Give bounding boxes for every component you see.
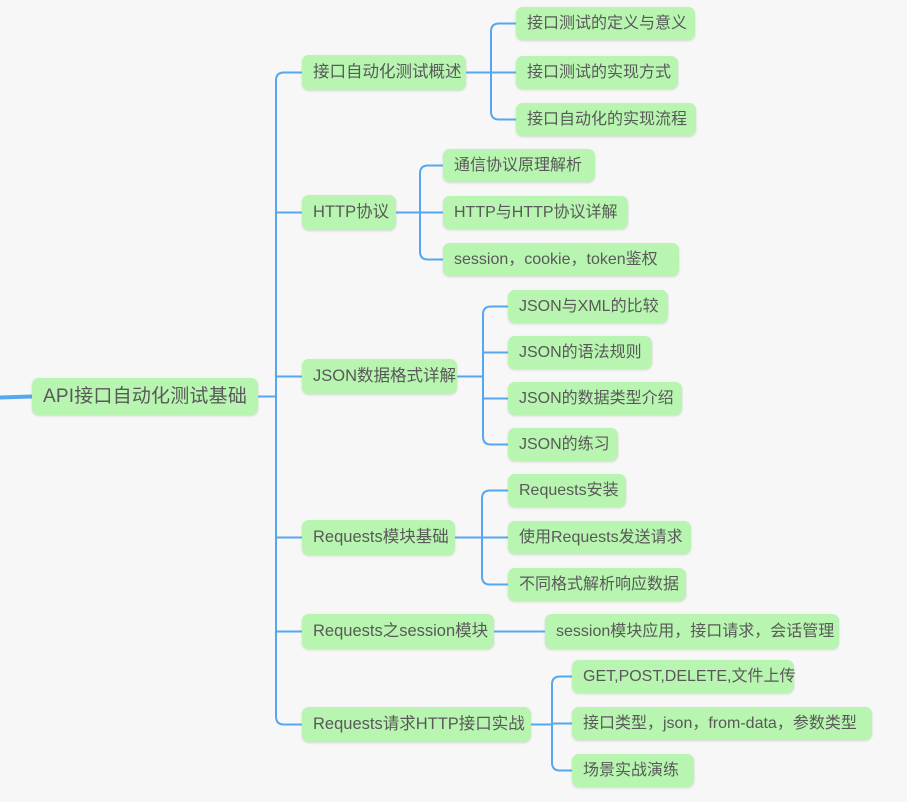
connector: [490, 22, 517, 33]
node-label: 使用Requests发送请求: [519, 528, 683, 546]
node-label: HTTP与HTTP协议详解: [454, 203, 618, 221]
connector: [482, 305, 509, 316]
branch-node-1[interactable]: HTTP协议: [302, 195, 396, 230]
root-node[interactable]: API接口自动化测试基础: [32, 378, 258, 415]
leaf-node-2-0[interactable]: JSON与XML的比较: [508, 290, 668, 323]
leaf-node-0-1[interactable]: 接口测试的实现方式: [516, 56, 678, 89]
connector: [275, 71, 303, 82]
leaf-node-1-0[interactable]: 通信协议原理解析: [443, 149, 595, 182]
leaf-node-5-2[interactable]: 场景实战演练: [572, 754, 694, 787]
leaf-node-4-0[interactable]: session模块应用，接口请求，会话管理: [545, 614, 839, 649]
node-label: 接口类型，json，from-data，参数类型: [583, 714, 857, 732]
node-label: Requests之session模块: [313, 622, 489, 641]
leaf-node-0-0[interactable]: 接口测试的定义与意义: [516, 7, 695, 40]
node-label: 不同格式解析响应数据: [519, 575, 680, 593]
node-label: Requests安装: [519, 481, 619, 499]
node-label: session，cookie，token鉴权: [454, 250, 658, 268]
connector: [481, 489, 509, 500]
node-label: JSON的语法规则: [519, 343, 642, 361]
node-label: JSON的数据类型介绍: [519, 389, 674, 407]
branch-node-0[interactable]: 接口自动化测试概述: [302, 55, 466, 90]
leaf-node-1-2[interactable]: session，cookie，token鉴权: [443, 243, 679, 276]
node-label: 接口自动化的实现流程: [527, 110, 688, 128]
node-label: GET,POST,DELETE,文件上传: [583, 667, 796, 685]
leaf-node-3-2[interactable]: 不同格式解析响应数据: [508, 568, 686, 601]
leaf-node-3-0[interactable]: Requests安装: [508, 474, 626, 507]
node-label: JSON的练习: [519, 435, 610, 453]
leaf-node-2-3[interactable]: JSON的练习: [508, 428, 618, 461]
node-label: 接口自动化测试概述: [313, 63, 462, 82]
branch-node-5[interactable]: Requests请求HTTP接口实战: [302, 707, 531, 742]
node-label: Requests请求HTTP接口实战: [313, 715, 525, 734]
node-label: 通信协议原理解析: [454, 156, 583, 174]
connector: [481, 575, 509, 586]
branch-node-4[interactable]: Requests之session模块: [302, 614, 494, 649]
connector: [490, 110, 517, 121]
leaf-node-3-1[interactable]: 使用Requests发送请求: [508, 521, 691, 554]
node-label: session模块应用，接口请求，会话管理: [556, 622, 835, 640]
node-label: Requests模块基础: [313, 528, 449, 547]
leaf-node-5-0[interactable]: GET,POST,DELETE,文件上传: [572, 660, 796, 693]
connector: [419, 164, 444, 175]
connector: [482, 435, 509, 446]
root-stub-connector: [0, 394, 34, 400]
leaf-node-1-1[interactable]: HTTP与HTTP协议详解: [443, 196, 628, 229]
node-label: JSON与XML的比较: [519, 297, 659, 315]
leaf-node-5-1[interactable]: 接口类型，json，from-data，参数类型: [572, 707, 872, 740]
connector: [419, 250, 444, 261]
node-label: JSON数据格式详解: [313, 367, 457, 386]
connector: [551, 761, 573, 772]
leaf-node-0-2[interactable]: 接口自动化的实现流程: [516, 103, 696, 136]
connector: [275, 715, 303, 726]
leaf-node-2-2[interactable]: JSON的数据类型介绍: [508, 382, 682, 415]
branch-node-3[interactable]: Requests模块基础: [302, 520, 455, 555]
node-label: HTTP协议: [313, 203, 390, 222]
leaf-node-2-1[interactable]: JSON的语法规则: [508, 336, 652, 369]
branch-node-2[interactable]: JSON数据格式详解: [302, 359, 457, 394]
node-label: 场景实战演练: [583, 761, 680, 779]
node-label: 接口测试的定义与意义: [527, 14, 688, 32]
connector: [551, 675, 573, 686]
node-label: 接口测试的实现方式: [527, 63, 672, 81]
node-label: API接口自动化测试基础: [43, 386, 248, 407]
